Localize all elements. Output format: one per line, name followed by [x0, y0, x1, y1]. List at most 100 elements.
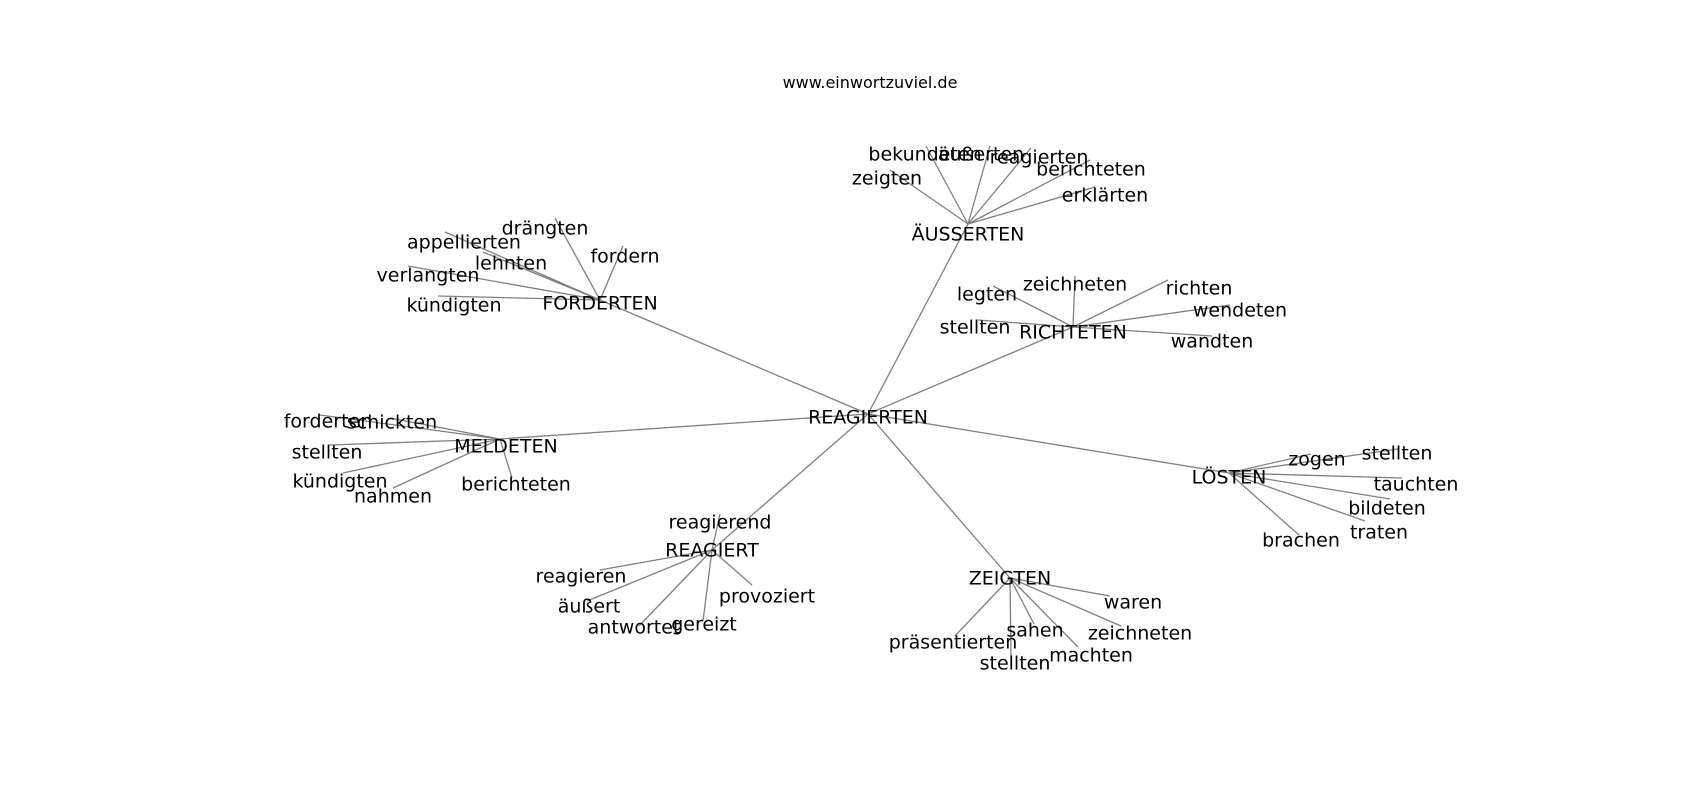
hub-reagiert-leaf-label: äußert	[558, 596, 621, 618]
edge-hub-loesten-leaf-1	[1228, 448, 1399, 474]
hub-loesten-leaf-label: tauchten	[1374, 474, 1459, 496]
edge-hub-zeigten-leaf-3	[954, 577, 1011, 637]
hub-aeusserten-leaf-label: zeigten	[852, 168, 922, 190]
hub-forderten-leaf-label: fordern	[590, 246, 659, 268]
center-node-label: REAGIERTEN	[808, 407, 928, 429]
edge-center-hub-zeigten	[867, 413, 1011, 579]
hub-loesten-leaf-label: stellten	[1362, 443, 1433, 465]
hub-loesten-leaf-label: traten	[1350, 522, 1408, 544]
hub-meldeten-leaf-label: kündigten	[292, 471, 387, 493]
hub-richteten-leaf-label: legten	[957, 284, 1017, 306]
hub-aeusserten-leaf-label: bekundeten	[868, 144, 981, 166]
hub-richteten-leaf-label: richten	[1166, 278, 1233, 300]
hub-forderten-leaf-label: drängten	[502, 218, 589, 240]
edge-hub-aeusserten-leaf-5	[967, 186, 1096, 225]
edge-hub-reagiert-leaf-1	[599, 549, 713, 571]
edge-hub-loesten-leaf-4	[1228, 472, 1366, 522]
hub-richteten-leaf-label: wandten	[1171, 331, 1253, 353]
edge-center-hub-meldeten	[499, 413, 869, 440]
edge-hub-reagiert-leaf-5	[638, 549, 713, 627]
edge-hub-forderten-leaf-0	[554, 217, 601, 301]
hub-forderten-leaf-label: verlangten	[377, 265, 480, 287]
edge-hub-forderten-leaf-4	[407, 265, 601, 301]
hub-loesten-leaf-label: zogen	[1288, 449, 1345, 471]
hub-reagiert-leaf-label: antwortet	[588, 617, 681, 639]
hub-zeigten-leaf-label: stellten	[980, 653, 1051, 675]
hub-aeusserten-leaf-label: erklärten	[1062, 185, 1148, 207]
source-url: www.einwortzuviel.de	[783, 73, 958, 92]
edge-center-hub-reagiert	[711, 413, 869, 551]
edge-hub-meldeten-leaf-4	[499, 438, 513, 479]
hub-richteten-leaf-label: wendeten	[1193, 300, 1287, 322]
hub-reagiert-leaf-label: reagieren	[536, 566, 627, 588]
edge-layer	[319, 145, 1403, 657]
hub-loesten-label: LÖSTEN	[1192, 466, 1267, 489]
hub-meldeten-leaf-label: stellten	[292, 442, 363, 464]
hub-forderten-leaf-label: appellierten	[407, 232, 521, 254]
hub-meldeten-leaf-label: berichteten	[461, 474, 571, 496]
edge-hub-forderten-leaf-3	[482, 251, 601, 301]
edge-hub-richteten-leaf-0	[1072, 275, 1076, 328]
hub-richteten-leaf-label: zeichneten	[1023, 274, 1127, 296]
hub-meldeten-leaf-label: schickten	[347, 412, 437, 434]
edge-hub-zeigten-leaf-1	[1009, 577, 1035, 625]
edge-hub-aeusserten-leaf-3	[889, 169, 969, 225]
edge-hub-aeusserten-leaf-0	[925, 145, 969, 225]
hub-forderten-label: FORDERTEN	[542, 293, 657, 315]
hub-reagiert-label: REAGIERT	[665, 540, 759, 562]
edge-hub-zeigten-leaf-0	[1009, 577, 1111, 597]
hub-reagiert-leaf-label: gereizt	[671, 614, 737, 636]
hub-reagiert-leaf-label: provoziert	[719, 586, 815, 608]
edge-hub-richteten-leaf-4	[977, 319, 1074, 328]
hub-richteten-leaf-label: stellten	[940, 317, 1011, 339]
hub-aeusserten-label: ÄUSSERTEN	[912, 223, 1025, 246]
edge-center-hub-aeusserten	[867, 223, 969, 415]
edge-center-hub-forderten	[599, 299, 869, 415]
edge-hub-aeusserten-leaf-4	[967, 159, 1091, 225]
hub-loesten-leaf-label: brachen	[1262, 530, 1340, 552]
edge-hub-meldeten-leaf-1	[389, 417, 501, 440]
hub-zeigten-leaf-label: präsentierten	[889, 632, 1018, 654]
edge-hub-reagiert-leaf-0	[711, 513, 721, 551]
hub-meldeten-leaf-label: forderten	[284, 411, 373, 433]
hub-zeigten-leaf-label: machten	[1049, 645, 1133, 667]
edge-hub-aeusserten-leaf-2	[967, 147, 1032, 225]
edge-hub-richteten-leaf-5	[1072, 326, 1213, 337]
hub-meldeten-label: MELDETEN	[454, 436, 557, 458]
hub-zeigten-leaf-label: waren	[1104, 592, 1162, 614]
edge-hub-zeigten-leaf-5	[1009, 577, 1012, 657]
edge-hub-richteten-leaf-1	[992, 285, 1074, 328]
edge-hub-reagiert-leaf-3	[586, 549, 713, 602]
edge-hub-loesten-leaf-5	[1228, 472, 1300, 536]
edge-hub-loesten-leaf-2	[1228, 472, 1403, 479]
hub-forderten-leaf-label: kündigten	[406, 295, 501, 317]
edge-hub-forderten-leaf-1	[444, 231, 601, 301]
edge-hub-loesten-leaf-0	[1228, 453, 1312, 474]
hub-aeusserten-leaf-label: äußerten	[938, 144, 1024, 166]
edge-hub-forderten-leaf-5	[437, 295, 601, 301]
edge-hub-richteten-leaf-2	[1072, 279, 1169, 328]
hub-zeigten-leaf-label: zeichneten	[1088, 623, 1192, 645]
edge-hub-aeusserten-leaf-1	[967, 145, 991, 225]
edge-hub-forderten-leaf-2	[599, 245, 624, 301]
edge-hub-meldeten-leaf-3	[342, 438, 501, 474]
hub-zeigten-leaf-label: sahen	[1006, 620, 1063, 642]
hub-loesten-leaf-label: bildeten	[1348, 498, 1426, 520]
edge-hub-meldeten-leaf-0	[319, 414, 501, 440]
edge-hub-reagiert-leaf-4	[702, 549, 713, 622]
hub-aeusserten-leaf-label: reagierten	[990, 147, 1089, 169]
edge-hub-meldeten-leaf-5	[392, 438, 501, 489]
hub-aeusserten-leaf-label: berichteten	[1036, 159, 1146, 181]
edge-center-hub-richteten	[867, 326, 1074, 415]
edge-hub-zeigten-leaf-2	[1009, 577, 1122, 627]
hub-richteten-label: RICHTETEN	[1019, 322, 1127, 344]
hub-reagiert-leaf-label: reagierend	[669, 512, 772, 534]
hub-meldeten-leaf-label: nahmen	[354, 486, 432, 508]
edge-hub-richteten-leaf-3	[1072, 304, 1231, 328]
hub-forderten-leaf-label: lehnten	[475, 253, 547, 275]
hub-zeigten-label: ZEIGTEN	[969, 568, 1052, 590]
edge-hub-meldeten-leaf-2	[329, 438, 501, 446]
edge-hub-loesten-leaf-3	[1228, 472, 1391, 500]
